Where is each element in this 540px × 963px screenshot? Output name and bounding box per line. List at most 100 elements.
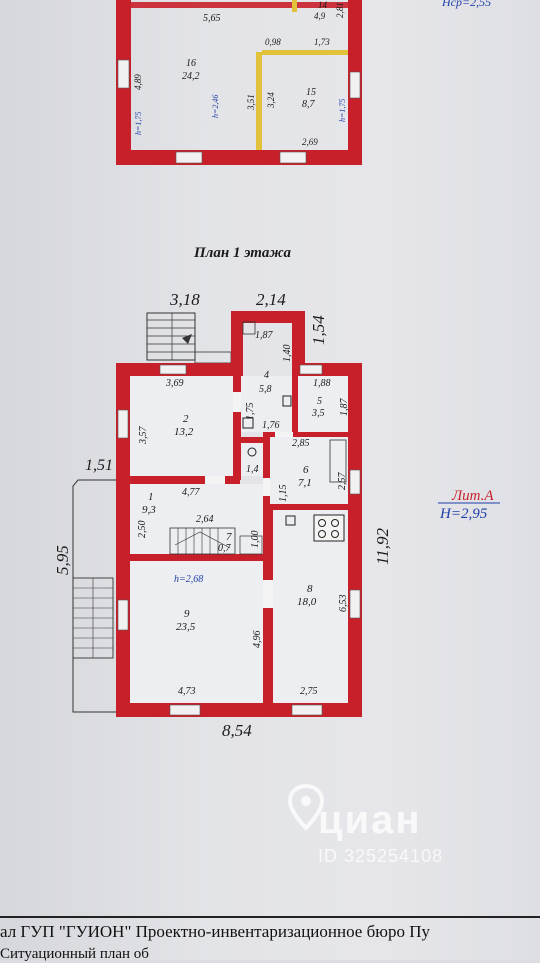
room-number: 1 xyxy=(148,491,154,503)
wall-interior-4 xyxy=(263,432,349,437)
door xyxy=(239,535,263,555)
window xyxy=(117,409,129,439)
dimension-label: 1,54 xyxy=(309,315,328,345)
dimension-label: 1,40 xyxy=(282,345,293,363)
upper-room-number: 14 xyxy=(318,0,328,10)
upper-room-number: 16 xyxy=(186,58,196,69)
dimension-label: 4,96 xyxy=(252,631,263,649)
door xyxy=(275,432,293,437)
door xyxy=(233,392,241,412)
bathtub-icon xyxy=(329,439,347,483)
room-number: 9 xyxy=(184,608,190,620)
wall-interior-5 xyxy=(263,432,270,504)
room-area: 0,7 xyxy=(218,543,232,554)
dimension-label: 2,14 xyxy=(256,290,286,309)
watermark: циан ID 325254108 xyxy=(287,783,528,880)
wall-right xyxy=(348,363,362,717)
room-number: 7 xyxy=(226,531,232,543)
wall-top-upper xyxy=(131,2,348,8)
room-number: 2 xyxy=(183,413,189,425)
dimension-label: 11,92 xyxy=(373,528,392,565)
wall-interior-9 xyxy=(240,437,264,443)
dimension-label: 1,15 xyxy=(278,485,289,503)
inner-stairs xyxy=(169,527,236,555)
upper-room-area: 8,7 xyxy=(302,99,316,110)
room-number: 5 xyxy=(317,396,322,407)
wall-vestibule-left xyxy=(231,311,243,376)
dimension-label: 1,51 xyxy=(85,457,113,474)
room-area: 23,5 xyxy=(176,621,196,633)
upper-room-area: 24,2 xyxy=(182,71,200,82)
door xyxy=(205,476,225,484)
room-number: 8 xyxy=(307,583,313,595)
room-area: 9,3 xyxy=(142,504,156,516)
window xyxy=(349,589,361,619)
dimension-label: 1,4 xyxy=(246,464,259,475)
room-2-fill xyxy=(130,376,233,476)
window xyxy=(117,599,129,631)
room-1-fill xyxy=(130,484,263,554)
stove-icon xyxy=(313,514,345,542)
window xyxy=(291,704,323,716)
wall-bottom-upper xyxy=(116,150,362,165)
upper-room-number: 15 xyxy=(306,87,316,98)
plan-title: План 1 этажа xyxy=(193,245,291,261)
boiler-icon xyxy=(282,395,292,407)
room-area: 3,5 xyxy=(311,408,325,419)
window xyxy=(169,704,201,716)
window xyxy=(349,469,361,495)
dimension-label: 6,53 xyxy=(338,595,349,613)
toilet-icon xyxy=(247,447,257,457)
wall-interior-1 xyxy=(233,376,241,480)
location-pin-icon xyxy=(287,783,325,831)
upper-ceiling-height: h=2,46 xyxy=(211,95,220,118)
partition-horizontal-upper xyxy=(262,50,348,55)
left-terrace xyxy=(72,479,116,713)
dimension-label: 1,87 xyxy=(255,330,274,341)
dimension-label: 1,87 xyxy=(339,398,350,417)
dimension-label: 5,95 xyxy=(53,545,72,575)
wall-vestibule-right xyxy=(292,311,305,376)
liter-label: Лит.А xyxy=(451,488,494,504)
bath-fill xyxy=(241,443,263,476)
upper-room-area: 4,9 xyxy=(314,11,326,21)
partition-top-upper xyxy=(292,0,297,12)
upper-dim: 3,51 xyxy=(246,94,256,111)
window-upper-bottom-1 xyxy=(175,151,203,164)
watermark-id: ID 325254108 xyxy=(318,846,444,866)
upper-dim: 3,24 xyxy=(266,92,276,109)
entrance-stairs-top xyxy=(146,312,196,361)
dimension-label: 1,88 xyxy=(313,378,331,389)
dimension-label: 3,57 xyxy=(138,426,149,446)
dimension-label: 4,77 xyxy=(182,487,201,498)
room-number: 6 xyxy=(303,464,309,476)
wall-interior-7 xyxy=(263,510,273,710)
room-9-fill xyxy=(130,561,263,703)
dimension-label: 2,85 xyxy=(292,438,310,449)
upper-dim: 1,73 xyxy=(314,37,330,47)
ceiling-height-label: h=2,68 xyxy=(174,574,203,585)
window xyxy=(299,364,323,375)
upper-dim: 2,69 xyxy=(302,137,318,147)
dimension-label: 1,76 xyxy=(262,420,280,431)
upper-ceiling-height: h=1,75 xyxy=(338,99,347,122)
door xyxy=(263,580,273,608)
upper-dim: 0,98 xyxy=(265,37,281,47)
dimension-label: 3,69 xyxy=(165,378,184,389)
dimension-label: 2,64 xyxy=(196,514,214,525)
upper-ceiling-height: h=1,75 xyxy=(134,112,143,135)
wall-interior-3 xyxy=(292,376,298,432)
wall-vestibule-top xyxy=(231,311,305,323)
dimension-label: 1,00 xyxy=(250,531,261,549)
window-upper-left xyxy=(117,59,130,89)
wall-bottom xyxy=(116,703,362,717)
room-number: 4 xyxy=(264,370,269,381)
door xyxy=(263,478,270,496)
footer-line-2: Ситуационный план об xyxy=(0,946,149,962)
document-footer: ал ГУП "ГУИОН" Проектно-инвентаризационн… xyxy=(0,916,540,962)
dimension-label: 3,18 xyxy=(169,290,200,309)
room-area: 7,1 xyxy=(298,477,312,489)
room-8-fill xyxy=(273,510,348,703)
